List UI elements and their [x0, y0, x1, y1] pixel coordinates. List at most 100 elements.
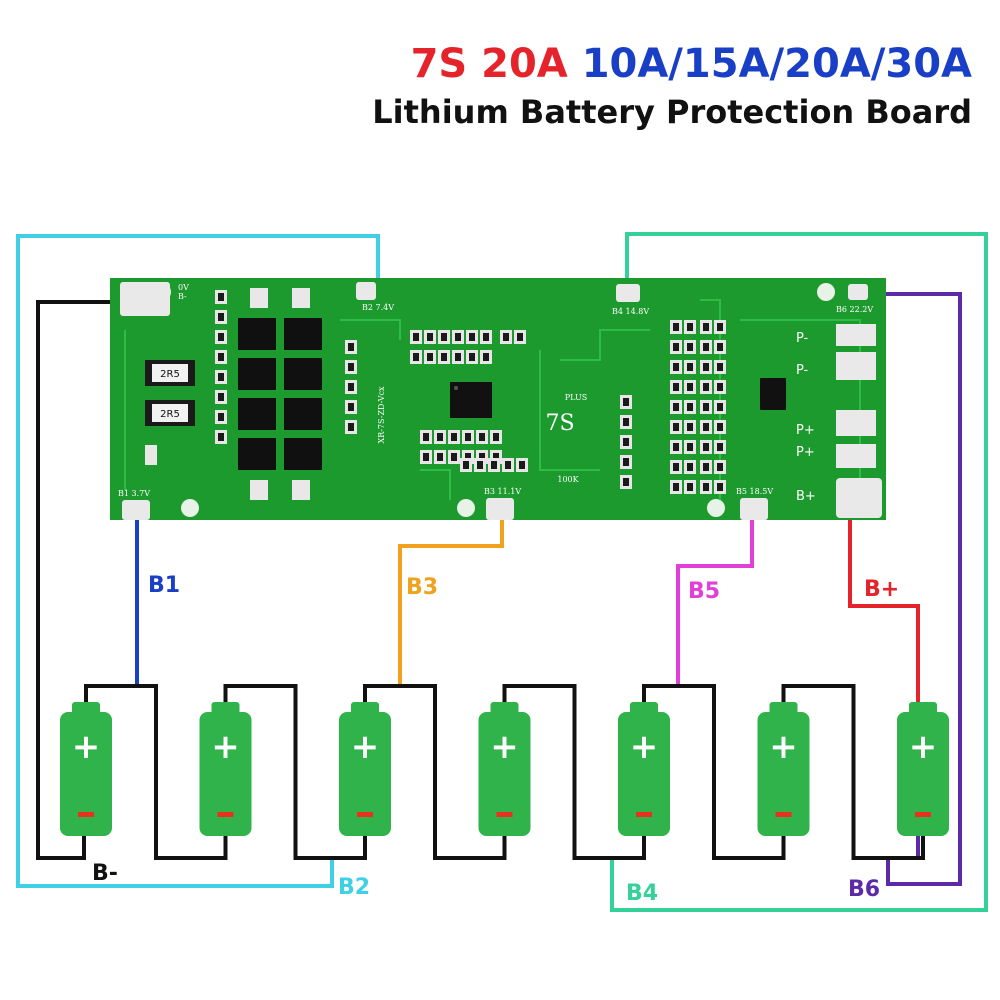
title-block: 7S 20A 10A/15A/20A/30A Lithium Battery P… [372, 40, 972, 132]
protection-board: 2R5 2R5 XR-7S-ZD-Vcx 7S PLUS 100K [110, 278, 886, 520]
battery-minus-text: - [219, 785, 231, 820]
power-pad-label: P- [796, 331, 809, 346]
battery-body [199, 712, 252, 836]
smd-part [670, 320, 682, 334]
smd-part [714, 380, 726, 394]
battery-plus-sign: + [909, 727, 938, 767]
power-pads [836, 324, 882, 518]
smd-part [684, 420, 696, 434]
smd-part [448, 430, 460, 444]
smd-part [424, 330, 436, 344]
battery-minus-text: - [777, 785, 789, 820]
smd-part [345, 340, 357, 354]
smd-part [684, 360, 696, 374]
smd-part [714, 320, 726, 334]
wire-b4 [610, 232, 988, 912]
battery-cell: +- [897, 702, 949, 836]
mosfet-array [238, 318, 322, 470]
smd-part [670, 380, 682, 394]
power-pad-label: P- [796, 363, 809, 378]
smd-part [462, 430, 474, 444]
smd-part [420, 450, 432, 464]
battery-cells: +-+-+-+-+-+-+- [60, 702, 949, 836]
pad-b2 [356, 282, 376, 300]
smd-part [700, 440, 712, 454]
battery-cell: +- [339, 702, 391, 836]
smd-part [215, 310, 227, 324]
pad-label-b5: B5 18.5V [736, 487, 773, 496]
title-line: 7S 20A 10A/15A/20A/30A [372, 40, 972, 88]
smd-part [670, 480, 682, 494]
power-pad-label: P+ [796, 423, 815, 438]
smd-part [466, 330, 478, 344]
battery-minus-text: - [359, 785, 371, 820]
smd-part [452, 330, 464, 344]
smd-part [424, 350, 436, 364]
battery-body [478, 712, 531, 836]
battery-cell: +- [60, 702, 112, 836]
mount-hole [817, 283, 835, 301]
title-current-options: 10A/15A/20A/30A [581, 41, 972, 87]
sense-resistors: 2R5 2R5 [145, 360, 195, 465]
smd-part [215, 370, 227, 384]
battery-body [897, 712, 949, 836]
smd-part [700, 460, 712, 474]
smd-part [215, 390, 227, 404]
smd-part [620, 475, 632, 489]
smd-part [215, 430, 227, 444]
smd-part [670, 460, 682, 474]
power-fet [760, 378, 786, 410]
title-current-rating: 7S 20A [410, 41, 568, 87]
smd-part [480, 350, 492, 364]
battery-minus-sign [496, 812, 513, 817]
wire-label-b3: B3 [406, 575, 438, 600]
board-model-text: XR-7S-ZD-Vcx [377, 386, 386, 443]
smd-part [516, 458, 528, 472]
balance-pads [120, 282, 868, 520]
smd-part [502, 458, 514, 472]
smd-part [670, 400, 682, 414]
smd-part [670, 420, 682, 434]
resistor-value-mark: 100K [557, 475, 579, 484]
smd-part [714, 420, 726, 434]
battery-minus-text: - [498, 785, 510, 820]
wires-layer [16, 232, 988, 912]
board-series-mark: 7S [545, 411, 574, 436]
smd-part [620, 435, 632, 449]
smd-part [215, 410, 227, 424]
mosfet-pads [250, 288, 310, 500]
battery-minus-text: - [80, 785, 92, 820]
smd-part [345, 380, 357, 394]
battery-minus-sign [217, 812, 234, 817]
battery-minus-text: - [638, 785, 650, 820]
pad-label-b6: B6 22.2V [836, 305, 873, 314]
battery-minus-sign [357, 812, 373, 817]
wire-label-b-plus: B+ [864, 577, 899, 602]
series-link [223, 684, 367, 860]
pad-b4 [616, 284, 640, 302]
mount-hole [457, 499, 475, 517]
wire-label-b-minus: B- [92, 861, 118, 886]
battery-minus-sign [915, 812, 931, 817]
smd-part [620, 455, 632, 469]
smd-part [700, 380, 712, 394]
smd-part [490, 430, 502, 444]
battery-cell: +- [757, 702, 810, 836]
battery-minus-sign [636, 812, 652, 817]
wire-b5 [676, 512, 754, 686]
smd-part [714, 400, 726, 414]
smd-part [700, 360, 712, 374]
smd-part [476, 430, 488, 444]
smd-part [684, 400, 696, 414]
wire-label-b4: B4 [626, 881, 658, 906]
smd-part [480, 330, 492, 344]
pad-label-b3: B3 11.1V [484, 487, 521, 496]
smd-part [448, 450, 460, 464]
smd-part [345, 400, 357, 414]
controller-ic [450, 382, 492, 418]
wire-label-b2: B2 [338, 875, 370, 900]
smd-part [684, 440, 696, 454]
pad-b6 [848, 284, 868, 300]
mount-hole [707, 499, 725, 517]
series-link [502, 684, 646, 860]
